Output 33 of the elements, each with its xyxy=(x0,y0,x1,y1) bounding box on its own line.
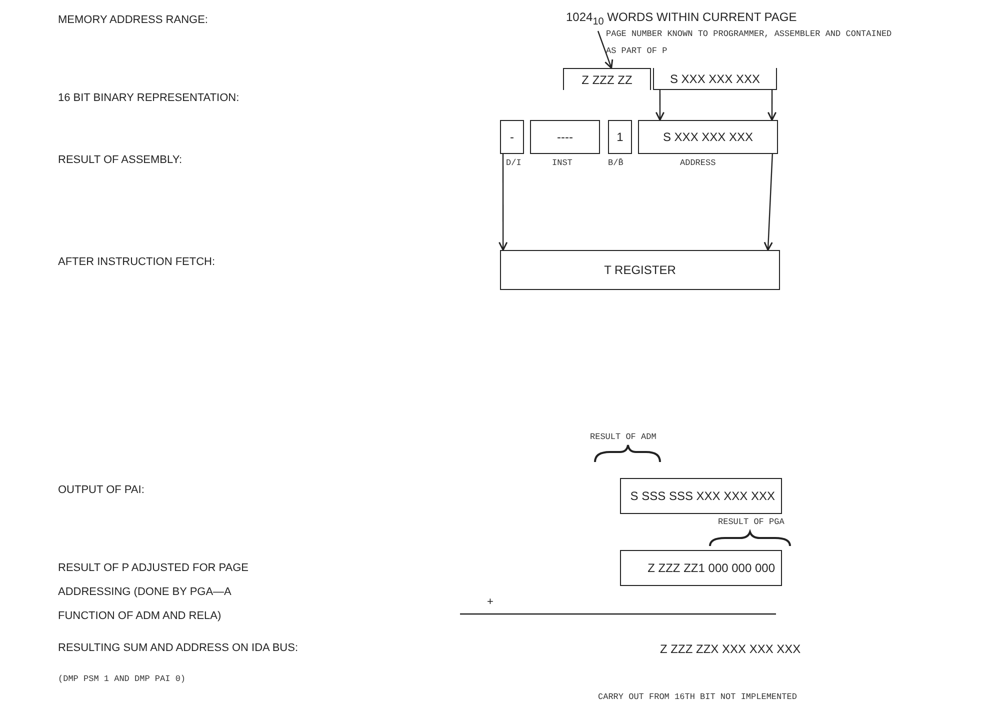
note-text: (DMP PSM 1 AND DMP PAI 0) xyxy=(58,674,186,684)
brace-label: RESULT OF ADM xyxy=(590,432,656,442)
range-text: 1024$_{10}$ WORDS WITHIN CURRENT PAGE xyxy=(566,10,797,28)
arrow xyxy=(498,154,508,251)
arrow xyxy=(767,90,777,121)
register-box: S SSS SSS XXX XXX XXX xyxy=(620,478,782,514)
row-label: 16 BIT BINARY REPRESENTATION: xyxy=(58,92,240,104)
arrow xyxy=(764,154,773,251)
plus-sign: + xyxy=(487,596,494,608)
field-box: - xyxy=(500,120,524,154)
row-label: RESULTING SUM AND ADDRESS ON IDA BUS: xyxy=(58,642,298,654)
field-box: 1 xyxy=(608,120,632,154)
field-box: S XXX XXX XXX xyxy=(638,120,778,154)
field-box: ---- xyxy=(530,120,600,154)
field-label: D/I xyxy=(506,158,522,168)
register-box: Z ZZZ ZZ1 000 000 000 xyxy=(620,550,782,586)
field-label: B/B̄ xyxy=(608,158,624,168)
bit-pattern: S XXX XXX XXX xyxy=(653,68,777,90)
leader-arrow xyxy=(597,30,614,69)
field-label: INST xyxy=(552,158,572,168)
note-text: CARRY OUT FROM 16TH BIT NOT IMPLEMENTED xyxy=(598,692,797,702)
field-label: ADDRESS xyxy=(680,158,716,168)
bit-pattern: Z ZZZ ZZ xyxy=(563,68,651,90)
row-label: OUTPUT OF PAI: xyxy=(58,484,144,496)
register-box: T REGISTER xyxy=(500,250,780,290)
row-label: RESULT OF P ADJUSTED FOR PAGE ADDRESSING (DONE BY PGA—A FUNCTION OF ADM AND RELA) xyxy=(58,561,250,624)
brace-label: RESULT OF PGA xyxy=(718,517,784,527)
note-text: PAGE NUMBER KNOWN TO PROGRAMMER, ASSEMBLER AND CONTAINED AS PART OF P xyxy=(598,28,898,58)
row-label: MEMORY ADDRESS RANGE: xyxy=(58,14,208,26)
row-label: AFTER INSTRUCTION FETCH: xyxy=(58,256,216,268)
arrow xyxy=(655,90,665,121)
row-label: RESULT OF ASSEMBLY: xyxy=(58,154,182,166)
sum-value: Z ZZZ ZZX XXX XXX XXX xyxy=(660,642,801,656)
